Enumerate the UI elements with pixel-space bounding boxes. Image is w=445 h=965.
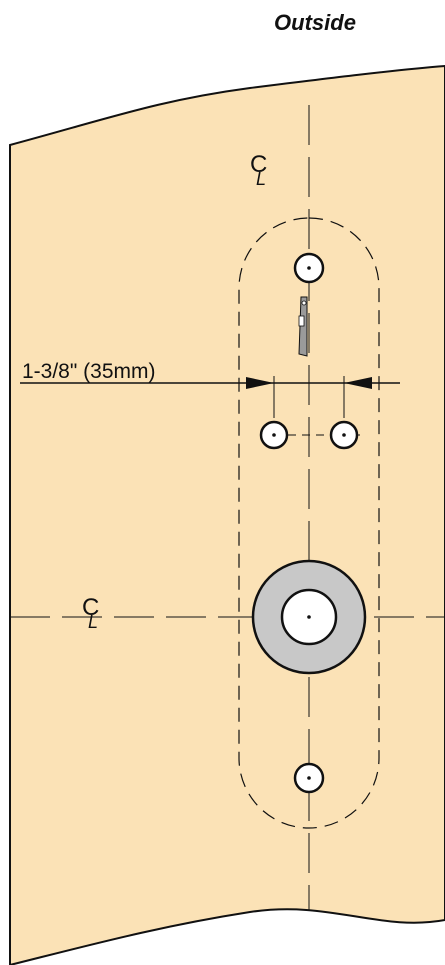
escutcheon-outline bbox=[238, 217, 380, 829]
right-small-hole bbox=[329, 420, 359, 450]
centerline-symbol-left: C L bbox=[82, 594, 99, 632]
bottom-mounting-hole bbox=[293, 762, 325, 794]
main-bore-hole bbox=[251, 559, 367, 675]
centerline-left-c: C bbox=[82, 594, 99, 621]
dimension-arrow-icon bbox=[246, 377, 274, 389]
left-small-hole bbox=[259, 420, 289, 450]
door-face bbox=[9, 64, 445, 965]
dimension-label: 1-3/8" (35mm) bbox=[22, 360, 156, 383]
dimension-arrow-icon bbox=[344, 377, 372, 389]
outside-label: Outside bbox=[274, 10, 356, 35]
centerline-top-l: L bbox=[256, 169, 266, 189]
dimension-line bbox=[20, 376, 400, 418]
centerline-top-c: C bbox=[250, 151, 267, 178]
centerline-symbol-top: C L bbox=[250, 151, 267, 189]
top-mounting-hole bbox=[293, 252, 325, 284]
latch-icon bbox=[298, 296, 308, 357]
centerline-left-l: L bbox=[88, 612, 98, 632]
